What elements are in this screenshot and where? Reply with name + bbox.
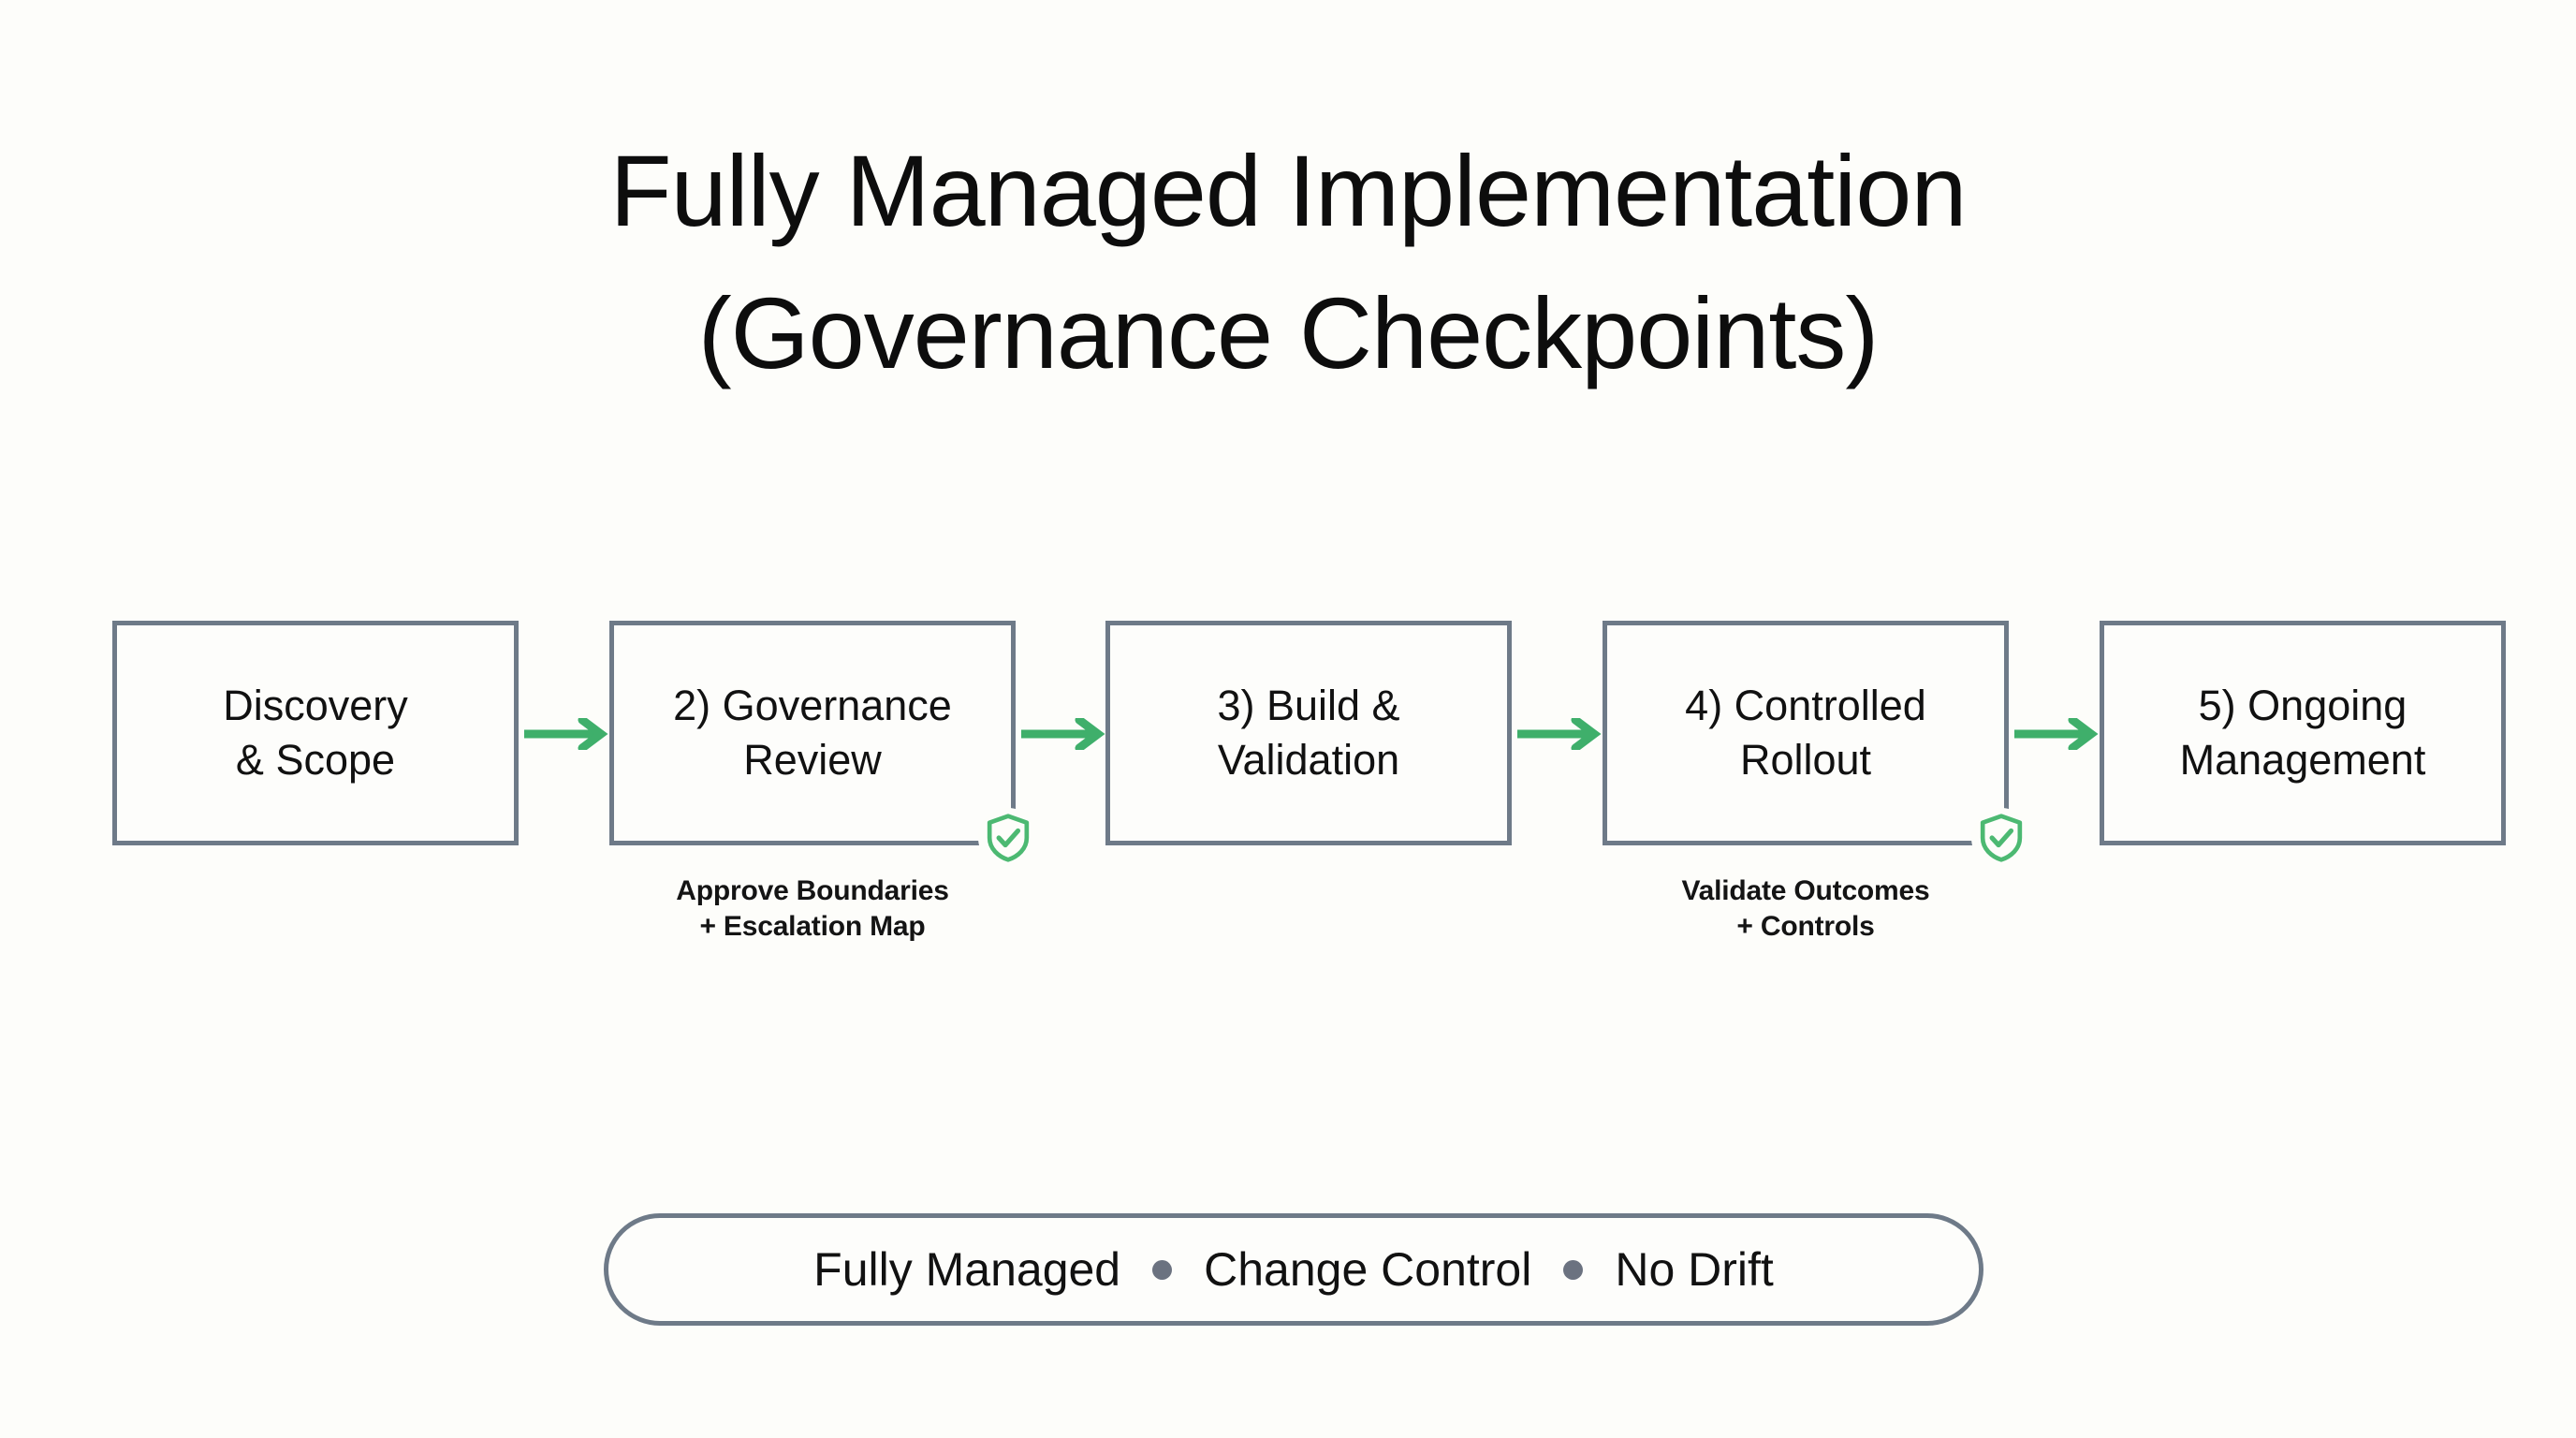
page-title: Fully Managed Implementation (Governance…	[0, 120, 2576, 404]
flow-stage-3-label-line-2: Validation	[1217, 736, 1400, 784]
flow-stage-2-label-line-2: Review	[743, 736, 882, 784]
flow-stage-2-caption-line-1: Approve Boundaries	[676, 875, 949, 906]
flow-stage-3-box[interactable]: 3) Build & Validation	[1105, 621, 1512, 845]
flow-stage-2-box[interactable]: 2) Governance Review	[609, 621, 1038, 868]
arrow-right-icon	[2014, 718, 2099, 750]
flow-stage-1-label-line-1: Discovery	[223, 682, 408, 729]
flow-stage-4-checkpoint-badge	[1971, 808, 2031, 868]
flow-stage-5-label-line-1: 5) Ongoing	[2198, 682, 2408, 729]
flow-stage-3-label-line-1: 3) Build &	[1217, 682, 1400, 729]
flow-stage-4-label-line-2: Rollout	[1739, 736, 1872, 784]
flow-stage-2-caption: Approve Boundaries + Escalation Map	[609, 873, 1016, 945]
flow-stage-2-caption-line-2: + Escalation Map	[699, 911, 926, 942]
summary-pill[interactable]: Fully Managed Change Control No Drift	[604, 1213, 1983, 1326]
page-title-line-1: Fully Managed Implementation	[609, 134, 1968, 247]
flow-connector-arrow-2	[1021, 718, 1111, 750]
flow-stage-5[interactable]: 5) Ongoing Management	[2100, 621, 2506, 845]
flow-stage-3[interactable]: 3) Build & Validation	[1105, 621, 1512, 845]
shield-check-icon	[987, 814, 1030, 862]
flow-stage-2[interactable]: 2) Governance Review Approve Boundaries …	[609, 621, 1038, 945]
flow-stage-1-box[interactable]: Discovery & Scope	[112, 621, 519, 845]
flow-connector-arrow-3	[1517, 718, 1607, 750]
flow-stage-4-label-line-1: 4) Controlled	[1685, 682, 1926, 729]
summary-pill-separator-dot-2	[1563, 1259, 1584, 1280]
summary-pill-separator-dot-1	[1152, 1259, 1173, 1280]
flow-connector-arrow-4	[2014, 718, 2104, 750]
flow-stage-5-label: 5) Ongoing Management	[2169, 679, 2437, 787]
flow-stage-3-label: 3) Build & Validation	[1206, 679, 1411, 787]
flow-stage-4-caption-line-1: Validate Outcomes	[1681, 875, 1930, 906]
flow-stage-1-label: Discovery & Scope	[212, 679, 419, 787]
flow-connector-arrow-1	[524, 718, 614, 750]
flow-stage-2-label-line-1: 2) Governance	[673, 682, 952, 729]
flow-stage-2-checkpoint-badge	[978, 808, 1038, 868]
flow-stage-4-label: 4) Controlled Rollout	[1674, 679, 1938, 787]
flow-stage-4-caption: Validate Outcomes + Controls	[1603, 873, 2009, 945]
summary-pill-item-3: No Drift	[1615, 1243, 1774, 1296]
arrow-right-icon	[524, 718, 608, 750]
shield-check-icon	[1980, 814, 2023, 862]
process-flow-diagram: Discovery & Scope 2) Governance Review	[0, 621, 2576, 1014]
flow-stage-5-label-line-2: Management	[2179, 736, 2426, 784]
flow-stage-1[interactable]: Discovery & Scope	[112, 621, 519, 845]
arrow-right-icon	[1517, 718, 1602, 750]
arrow-right-icon	[1021, 718, 1105, 750]
summary-pill-item-2: Change Control	[1204, 1243, 1532, 1296]
flow-stage-4[interactable]: 4) Controlled Rollout Validate Outcomes …	[1603, 621, 2031, 945]
flow-stage-1-label-line-2: & Scope	[235, 736, 396, 784]
flow-stage-4-caption-line-2: + Controls	[1736, 911, 1875, 942]
flow-stage-5-box[interactable]: 5) Ongoing Management	[2100, 621, 2506, 845]
summary-pill-item-1: Fully Managed	[813, 1243, 1121, 1296]
flow-stage-4-box[interactable]: 4) Controlled Rollout	[1603, 621, 2031, 868]
flow-stage-2-label: 2) Governance Review	[662, 679, 963, 787]
page-title-line-2: (Governance Checkpoints)	[697, 276, 1880, 389]
